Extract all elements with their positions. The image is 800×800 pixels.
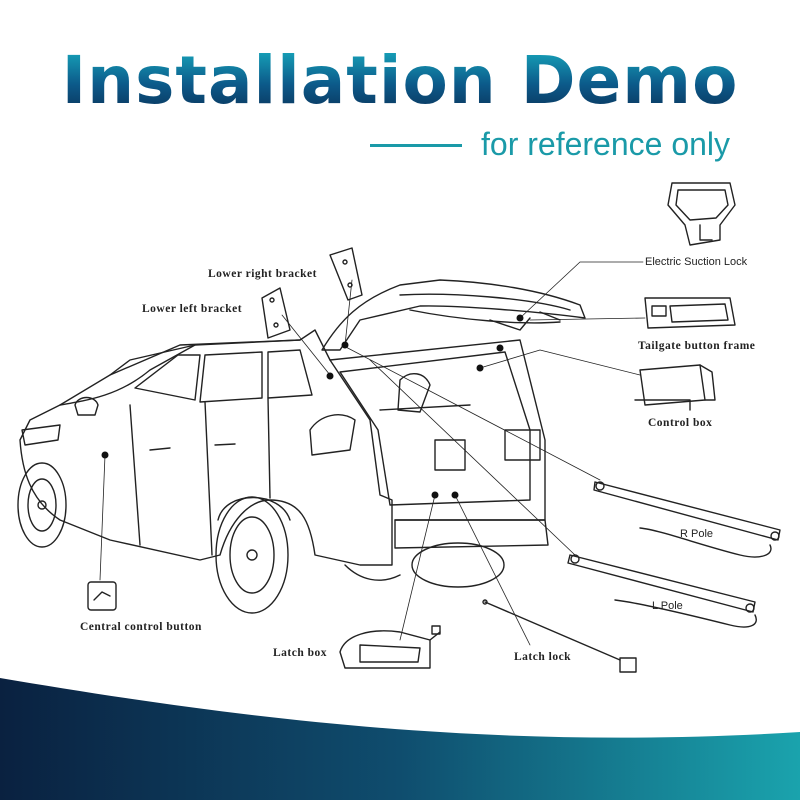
- latch-lock-part: [482, 599, 637, 673]
- r-pole-part: [593, 481, 781, 558]
- label-control-box: Control box: [648, 417, 713, 429]
- label-central-control-button: Central control button: [80, 621, 202, 633]
- label-latch-lock: Latch lock: [514, 651, 572, 663]
- latch-box-part: [339, 625, 441, 669]
- lower-left-bracket-part: [261, 287, 291, 339]
- page-title: Installation Demo: [0, 42, 800, 119]
- electric-suction-lock-part: [667, 182, 736, 246]
- label-latch-box: Latch box: [273, 647, 328, 659]
- marker-dots: [101, 314, 524, 499]
- central-control-button-part: [87, 581, 117, 611]
- lower-right-bracket-part: [329, 247, 363, 301]
- label-lower-right-bracket: Lower right bracket: [208, 268, 317, 280]
- label-r-pole: R Pole: [680, 528, 714, 540]
- label-l-pole: L Pole: [652, 600, 683, 612]
- control-box-part: [634, 364, 716, 411]
- label-lower-left-bracket: Lower left bracket: [142, 303, 243, 315]
- label-electric-suction-lock: Electric Suction Lock: [645, 256, 748, 268]
- l-pole-part: [567, 554, 757, 628]
- leader-lines: [99, 261, 646, 646]
- tailgate-button-frame-part: [644, 297, 736, 329]
- car-illustration: [17, 279, 586, 614]
- subtitle-rule: [370, 144, 462, 147]
- page-subtitle: for reference only: [481, 126, 731, 162]
- label-tailgate-button-frame: Tailgate button frame: [638, 340, 756, 352]
